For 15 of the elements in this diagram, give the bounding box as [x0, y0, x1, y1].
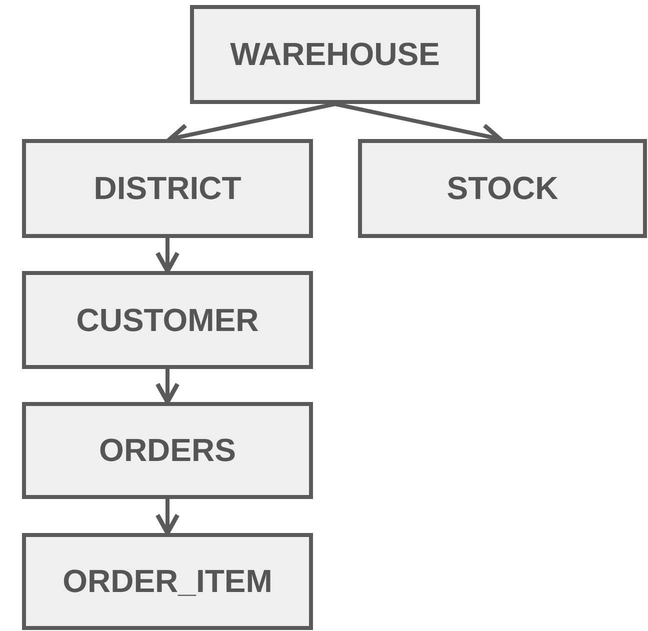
arrow	[155, 369, 180, 404]
table-name: STOCK	[446, 170, 558, 207]
table-box	[22, 402, 313, 499]
table-box	[22, 139, 313, 238]
table-name: WAREHOUSE	[230, 36, 440, 73]
table-box	[358, 139, 647, 238]
table-name: ORDERS	[99, 432, 236, 469]
arrow	[155, 238, 180, 274]
arrow	[155, 499, 180, 536]
table-box	[22, 271, 313, 369]
table-box	[22, 533, 313, 630]
table-name: CUSTOMER	[76, 302, 259, 338]
table-name: DISTRICT	[94, 170, 242, 207]
table-box	[190, 5, 480, 104]
table-name: ORDER_ITEM	[62, 563, 272, 600]
